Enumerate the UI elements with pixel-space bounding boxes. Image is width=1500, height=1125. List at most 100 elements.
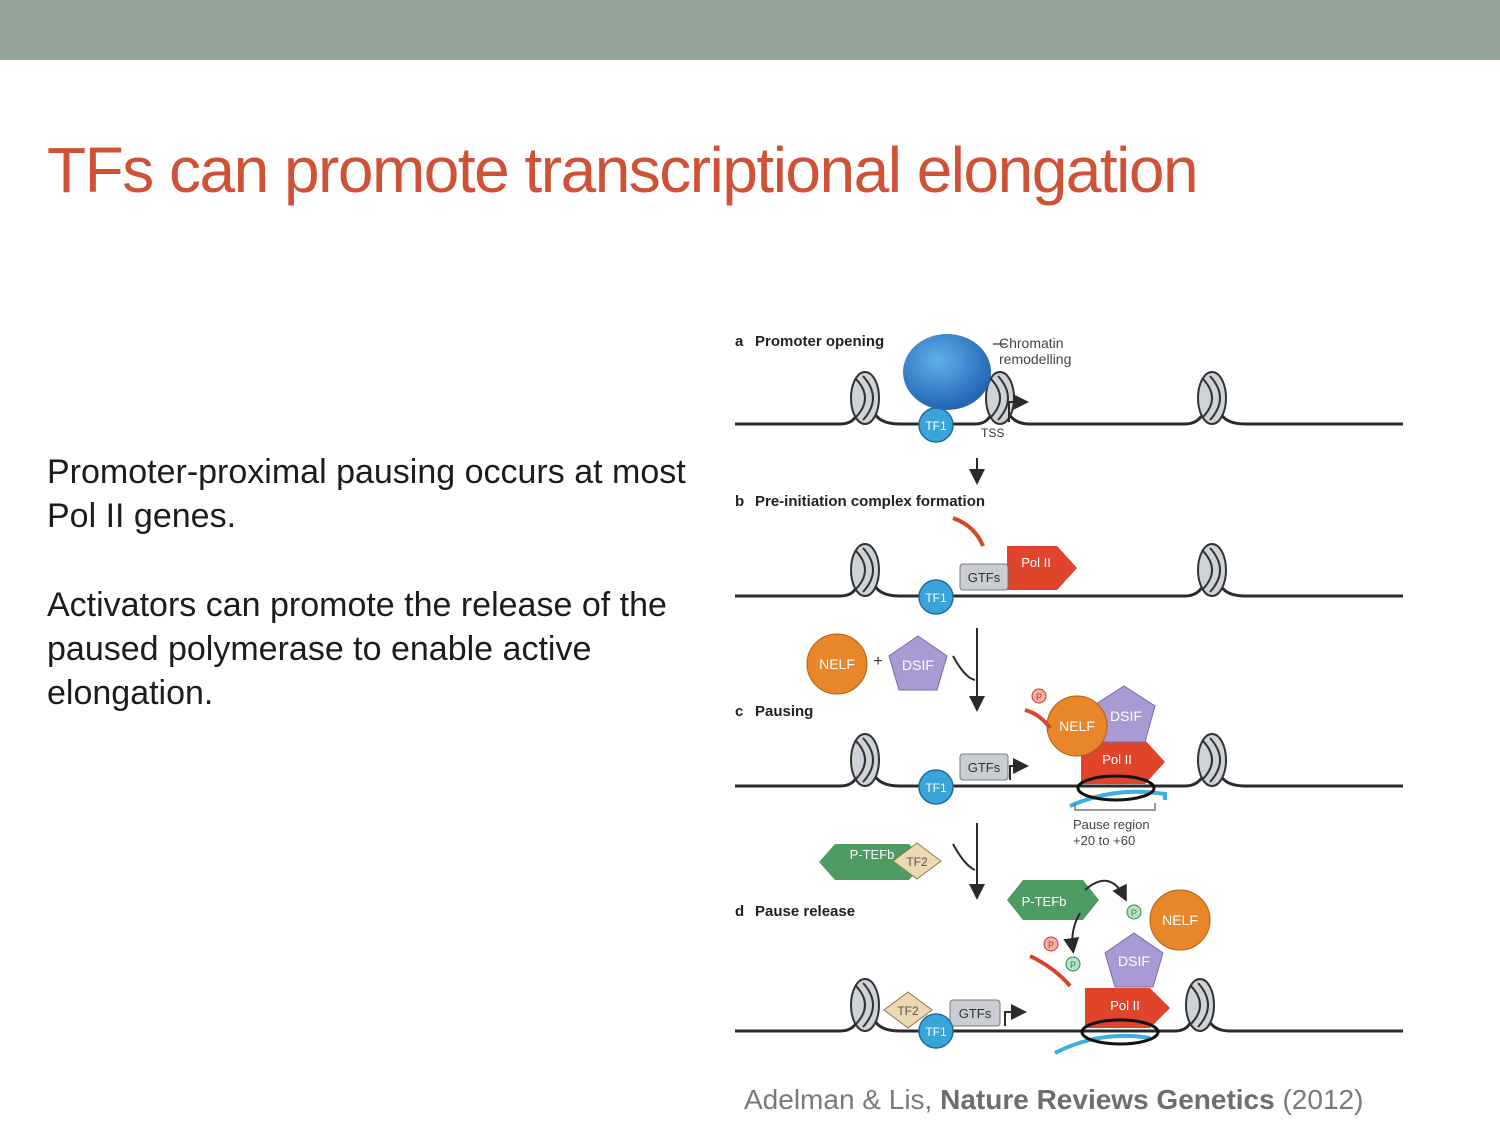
ptefb-label: P-TEFb bbox=[1022, 894, 1067, 909]
phospho-label: P bbox=[1036, 692, 1042, 702]
nelf-circle bbox=[1149, 889, 1211, 951]
panel-b: b Pre-initiation complex formation Pol I… bbox=[735, 493, 1403, 615]
gtfs-box bbox=[959, 563, 1009, 591]
nucleosome-icon bbox=[850, 733, 880, 787]
ptefb-hexagon bbox=[1007, 880, 1099, 920]
tss-arrow-icon bbox=[1008, 394, 1029, 422]
pol2-label: Pol II bbox=[1102, 752, 1132, 767]
panel-d-label: Pause release bbox=[755, 903, 855, 920]
phospho-label: P bbox=[1131, 908, 1137, 918]
slide-body: Promoter-proximal pausing occurs at most… bbox=[47, 450, 727, 760]
dsif-label: DSIF bbox=[902, 657, 934, 673]
panel-b-letter: b bbox=[735, 493, 744, 510]
paragraph-activators: Activators can promote the release of th… bbox=[47, 586, 667, 712]
phosphorylation-arrow-icon bbox=[1063, 912, 1081, 954]
tf1-label: TF1 bbox=[925, 1025, 947, 1039]
dna-strand bbox=[735, 767, 1403, 788]
nelf-circle bbox=[806, 633, 868, 695]
paragraph-pausing: Promoter-proximal pausing occurs at most… bbox=[47, 453, 686, 535]
nelf-label: NELF bbox=[1162, 912, 1198, 928]
citation-authors: Adelman & Lis, bbox=[744, 1084, 933, 1115]
pol2-ctd-tail bbox=[952, 516, 985, 547]
panel-a: a Promoter opening Chromatin remodelling… bbox=[735, 333, 1403, 443]
gtfs-label: GTFs bbox=[959, 1006, 992, 1021]
phospho-label: P bbox=[1048, 940, 1054, 950]
nucleosome-icon bbox=[850, 371, 880, 425]
nelf-label: NELF bbox=[819, 656, 855, 672]
tf1-circle bbox=[918, 769, 954, 805]
dna-strand bbox=[735, 405, 1403, 426]
dsif-pentagon bbox=[888, 635, 948, 691]
ptefb-label: P-TEFb bbox=[850, 847, 895, 862]
top-banner bbox=[0, 0, 1500, 60]
nelf-dsif-factors: NELF + DSIF bbox=[806, 633, 976, 695]
panel-d: d Pause release TF2 GTFs TF1 P-TEFb NELF… bbox=[735, 879, 1403, 1055]
pol2-ctd-tail bbox=[1024, 708, 1052, 730]
pol2-shape bbox=[1081, 740, 1165, 784]
chromatin-remodeller bbox=[903, 334, 991, 410]
citation-year: (2012) bbox=[1282, 1084, 1364, 1115]
nucleosome-icon bbox=[850, 978, 880, 1032]
join-curve bbox=[952, 655, 976, 681]
phospho-icon bbox=[1031, 688, 1047, 704]
ptefb-hexagon bbox=[819, 844, 925, 880]
tf1-label: TF1 bbox=[925, 781, 947, 795]
slide-title: TFs can promote transcriptional elongati… bbox=[47, 134, 1199, 206]
pol2-shape bbox=[1085, 988, 1170, 1028]
citation-journal: Nature Reviews Genetics bbox=[940, 1084, 1275, 1115]
dsif-pentagon bbox=[1092, 685, 1156, 743]
dsif-label: DSIF bbox=[1118, 953, 1150, 969]
plus-sign: + bbox=[873, 653, 882, 670]
dsif-pentagon bbox=[1104, 932, 1164, 988]
pol2-shape bbox=[1007, 546, 1077, 590]
nucleosome-icon bbox=[1197, 733, 1227, 787]
nascent-rna bbox=[1054, 1033, 1151, 1055]
tf1-label: TF1 bbox=[925, 419, 947, 433]
panel-b-label: Pre-initiation complex formation bbox=[755, 493, 985, 510]
pause-range-label: +20 to +60 bbox=[1073, 833, 1135, 848]
panel-c-label: Pausing bbox=[755, 703, 813, 720]
tf1-circle bbox=[918, 579, 954, 615]
citation: Adelman & Lis, Nature Reviews Genetics (… bbox=[744, 1084, 1363, 1116]
nucleosome-icon bbox=[1185, 978, 1215, 1032]
nucleosome-icon bbox=[850, 543, 880, 597]
gtfs-label: GTFs bbox=[968, 760, 1001, 775]
panel-d-letter: d bbox=[735, 903, 744, 920]
nucleosome-icon bbox=[1197, 371, 1227, 425]
tf2-diamond bbox=[883, 991, 933, 1029]
pol2-label: Pol II bbox=[1021, 555, 1051, 570]
tf1-circle bbox=[918, 1013, 954, 1049]
tss-arrow-icon bbox=[1009, 758, 1029, 780]
pol2-ctd-tail bbox=[1029, 954, 1072, 988]
phospho-label: P bbox=[1070, 960, 1076, 970]
panel-c-letter: c bbox=[735, 703, 743, 720]
chromatin-label-2: remodelling bbox=[999, 351, 1071, 367]
dsif-label: DSIF bbox=[1110, 708, 1142, 724]
gtfs-box bbox=[959, 753, 1009, 781]
ptefb-tf2-factors: P-TEFb TF2 bbox=[819, 842, 976, 880]
chromatin-label-1: Chromatin bbox=[999, 335, 1064, 351]
gtfs-box bbox=[949, 999, 1001, 1027]
dna-strand bbox=[735, 1012, 1403, 1033]
panel-a-label: Promoter opening bbox=[755, 333, 884, 350]
panel-c: c Pausing GTFs TF1 Pol II DSIF NELF P Pa… bbox=[735, 685, 1403, 848]
tf1-circle bbox=[918, 407, 954, 443]
phospho-icon bbox=[1126, 904, 1142, 920]
tf2-label: TF2 bbox=[906, 855, 928, 869]
pause-bracket bbox=[1074, 803, 1156, 811]
pause-region-label: Pause region bbox=[1073, 817, 1150, 832]
tss-arrow-icon bbox=[1004, 1004, 1027, 1026]
phosphorylation-arrow-icon bbox=[1084, 879, 1127, 902]
tf1-label: TF1 bbox=[925, 591, 947, 605]
elongation-diagram: a Promoter opening Chromatin remodelling… bbox=[725, 318, 1425, 1058]
nucleosome-icon bbox=[1197, 543, 1227, 597]
transcription-bubble bbox=[1080, 1018, 1160, 1046]
tss-label: TSS bbox=[981, 426, 1004, 440]
pol2-label: Pol II bbox=[1110, 998, 1140, 1013]
panel-a-letter: a bbox=[735, 333, 744, 350]
transcription-bubble bbox=[1076, 774, 1156, 802]
nelf-label: NELF bbox=[1059, 718, 1095, 734]
nascent-rna bbox=[1069, 789, 1167, 808]
join-curve bbox=[952, 843, 976, 871]
phospho-icon bbox=[1065, 956, 1081, 972]
